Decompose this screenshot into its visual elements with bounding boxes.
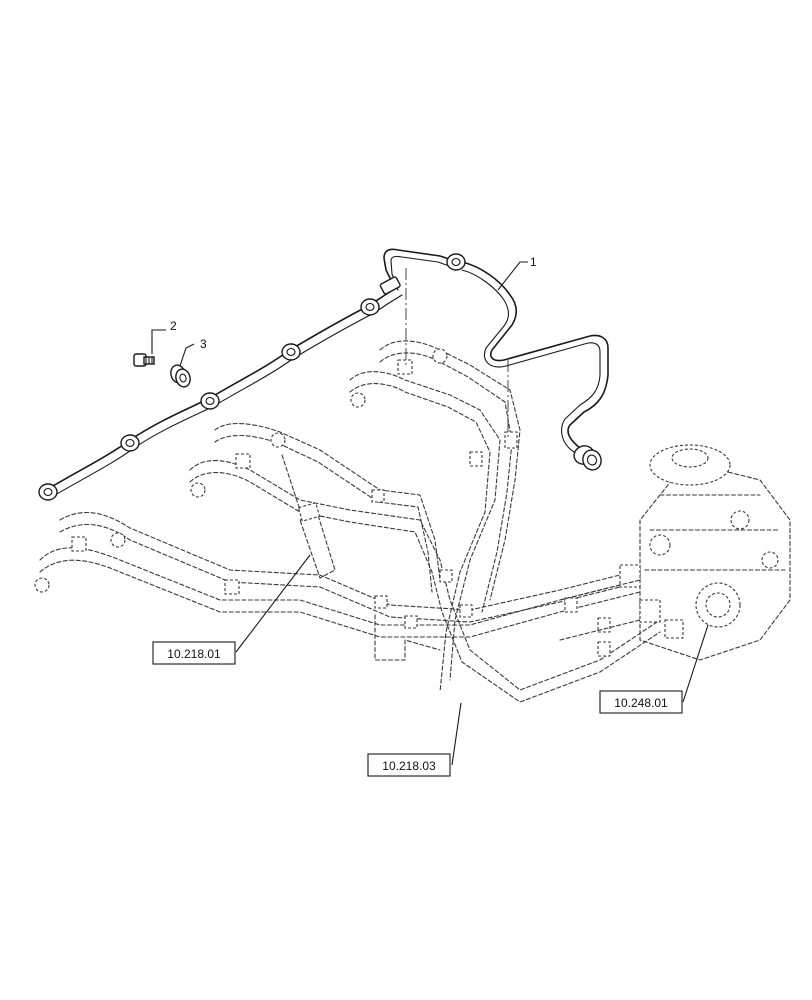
banjo-eye-2 [120,434,140,452]
leader-ref-lines [451,702,462,766]
banjo-bolt-part-2 [133,353,155,367]
banjo-eye-4 [281,343,301,361]
banjo-eye-6 [446,253,466,271]
leak-off-line-part-1 [38,248,609,501]
banjo-eye-1 [38,483,58,501]
ref-label-injector: 10.218.01 [167,647,221,661]
ref-label-pump: 10.248.01 [614,696,668,710]
dashed-injection-lines [34,340,661,703]
ref-box-pump [599,690,683,714]
leader-ref-pump [682,624,709,703]
ref-box-injector [152,641,236,665]
banjo-eye-5 [360,298,380,316]
sealing-washer-part-3 [170,364,191,388]
leader-3 [179,343,195,367]
callout-1: 1 [530,255,537,269]
leader-2 [151,329,166,354]
ref-box-lines [367,753,451,777]
leader-1 [497,261,528,291]
dashed-injection-pump [559,444,791,661]
pump-end-fitting [573,445,602,471]
tee-fitting [379,276,401,295]
ref-label-lines: 10.218.03 [382,759,436,773]
leader-ref-injector [235,554,311,653]
dashed-injector [281,454,336,579]
callout-2: 2 [170,319,177,333]
banjo-eye-3 [200,392,220,410]
callout-3: 3 [200,337,207,351]
